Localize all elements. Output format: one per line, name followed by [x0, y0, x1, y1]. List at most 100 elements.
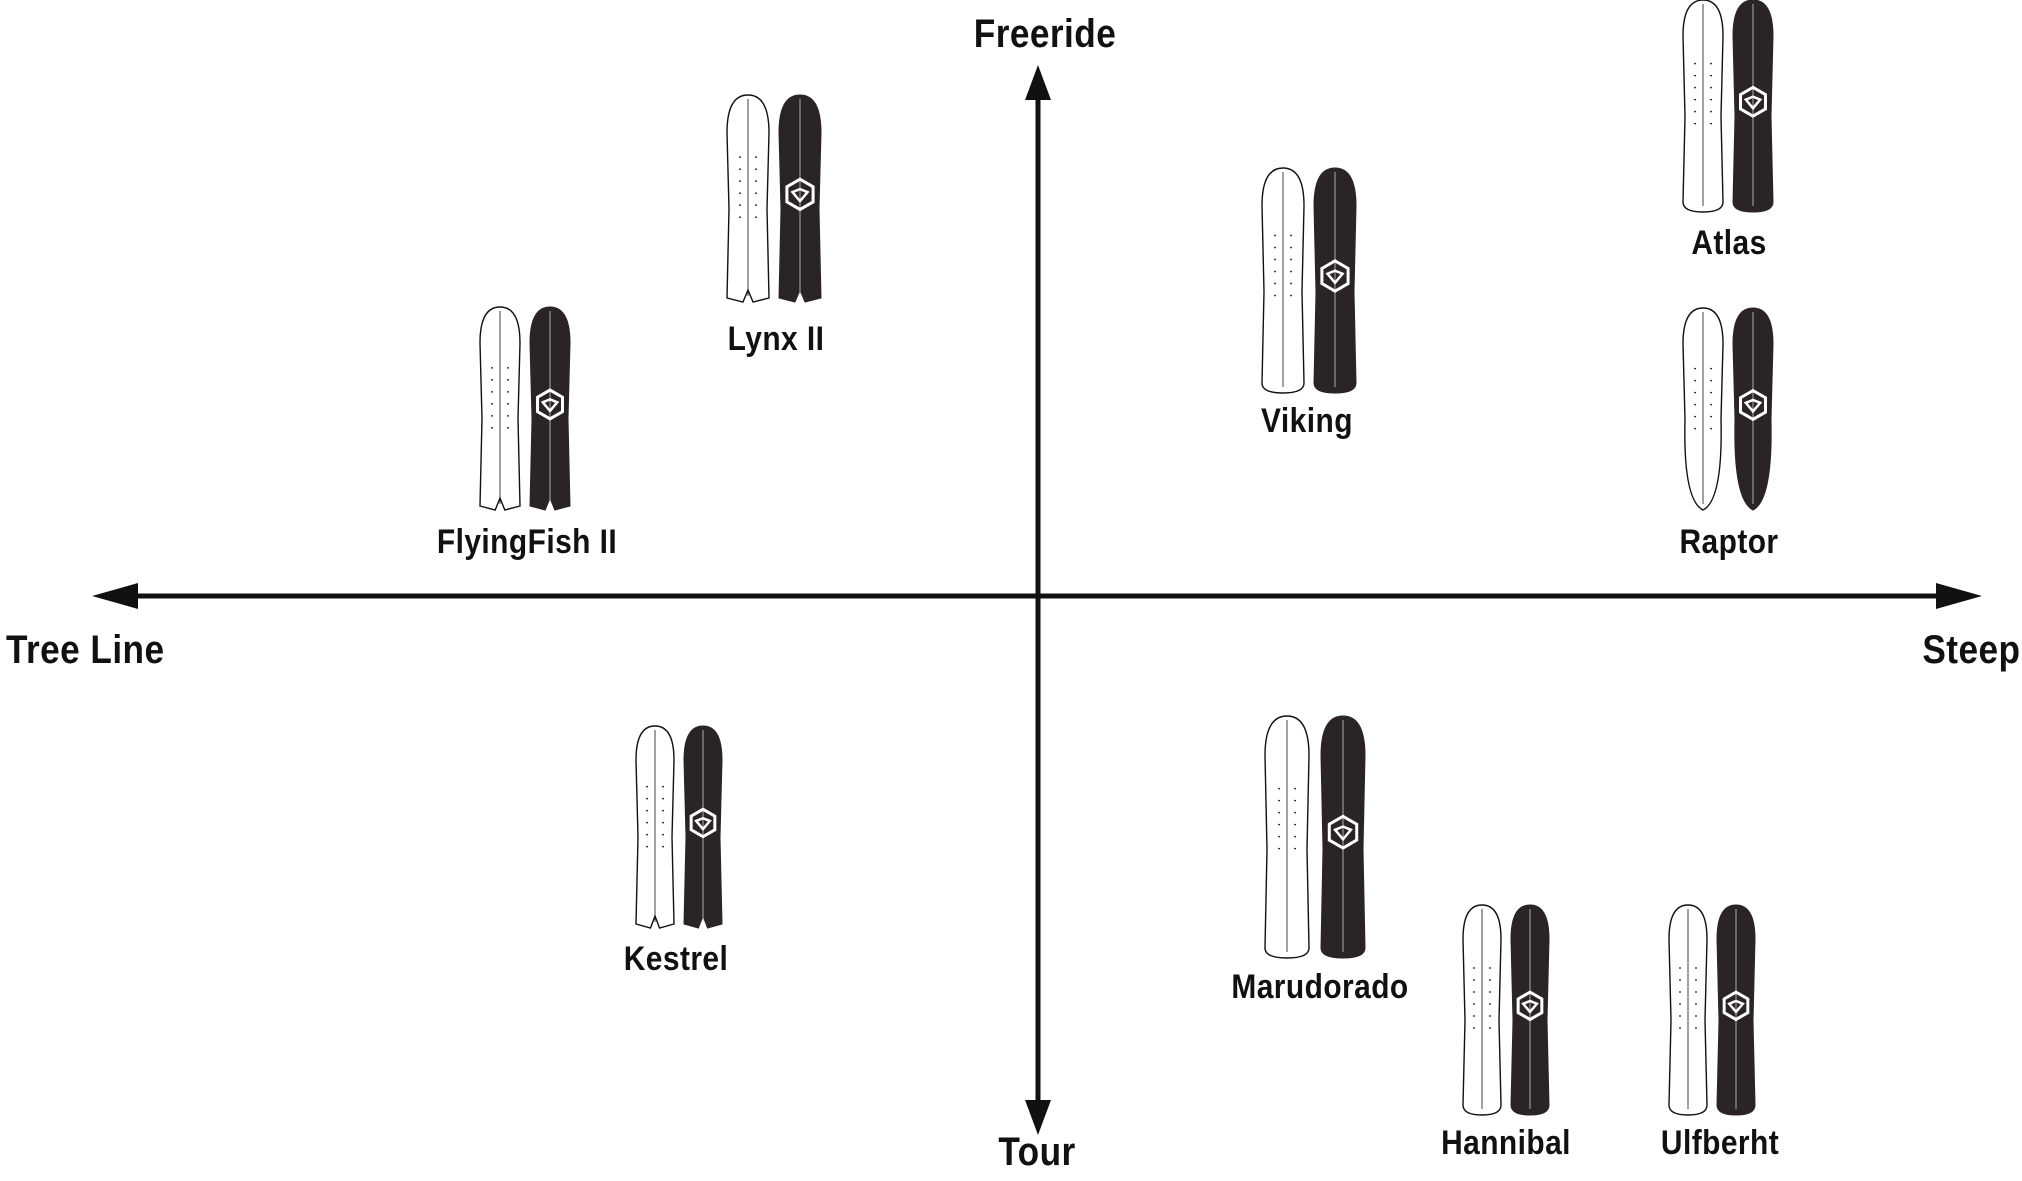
insert-dot	[1694, 86, 1696, 89]
board-label-ulfberht: Ulfberht	[1660, 1124, 1780, 1162]
insert-dot	[755, 156, 757, 159]
insert-dot	[1679, 991, 1681, 993]
insert-dot	[1695, 991, 1697, 993]
insert-dot	[755, 216, 757, 219]
board-label-marudorado: Marudorado	[1231, 968, 1409, 1006]
insert-dot	[1290, 294, 1292, 297]
insert-dot	[1294, 787, 1296, 790]
hexagon-logo-icon	[1722, 990, 1750, 1022]
insert-dot	[1274, 246, 1276, 249]
insert-dot	[1710, 379, 1712, 382]
insert-dot	[1274, 270, 1276, 273]
hexagon-logo-icon	[1739, 388, 1767, 422]
insert-dot	[1710, 367, 1712, 370]
insert-dot	[1695, 1015, 1697, 1017]
insert-dot	[1274, 294, 1276, 297]
logo-mark-icon	[694, 816, 712, 832]
insert-dot	[739, 192, 741, 195]
insert-dot	[755, 180, 757, 183]
insert-dot	[491, 391, 493, 393]
insert-dot	[662, 833, 664, 836]
insert-dot	[1278, 835, 1280, 838]
insert-dot	[739, 156, 741, 159]
board-pair-marudorado	[1264, 715, 1366, 959]
board-pair-hannibal	[1462, 904, 1550, 1116]
insert-dot	[507, 379, 509, 381]
insert-dot	[491, 415, 493, 417]
insert-dot	[755, 168, 757, 171]
insert-dot	[1489, 967, 1491, 969]
left-arrow-head	[92, 583, 138, 609]
insert-dot	[739, 216, 741, 219]
insert-dot	[755, 204, 757, 207]
board-label-hannibal: Hannibal	[1441, 1124, 1571, 1162]
hexagon-logo-icon	[1516, 990, 1544, 1022]
insert-dot	[1290, 234, 1292, 237]
board-pair-viking	[1261, 167, 1357, 394]
insert-dot	[1489, 1027, 1491, 1029]
insert-dot	[646, 821, 648, 824]
insert-dot	[1679, 967, 1681, 969]
insert-dot	[1489, 1003, 1491, 1005]
insert-dot	[662, 785, 664, 788]
hexagon-logo-icon	[1320, 259, 1350, 293]
insert-dot	[1679, 1015, 1681, 1017]
insert-dot	[1694, 391, 1696, 394]
insert-dot	[1710, 427, 1712, 430]
axis-label-top: Freeride	[973, 12, 1117, 56]
insert-dot	[662, 821, 664, 824]
insert-dot	[1695, 967, 1697, 969]
insert-dot	[646, 785, 648, 788]
insert-dot	[507, 403, 509, 405]
insert-dot	[1710, 415, 1712, 418]
logo-mark-icon	[790, 187, 810, 204]
insert-dot	[1294, 847, 1296, 850]
insert-dot	[1473, 1015, 1475, 1017]
logo-mark-icon	[1743, 95, 1763, 111]
logo-mark-icon	[1743, 398, 1763, 414]
insert-dot	[1710, 403, 1712, 406]
insert-dot	[1694, 74, 1696, 77]
insert-dot	[1278, 799, 1280, 802]
board-pair-flyingfish	[479, 306, 571, 511]
board-label-viking: Viking	[1261, 402, 1353, 440]
insert-dot	[1278, 823, 1280, 826]
insert-dot	[1694, 98, 1696, 101]
insert-dot	[755, 192, 757, 195]
insert-dot	[1695, 1003, 1697, 1005]
insert-dot	[1694, 415, 1696, 418]
board-pair-lynx	[726, 94, 822, 303]
axis-label-bottom: Tour	[998, 1130, 1076, 1174]
insert-dot	[1694, 403, 1696, 406]
logo-mark-icon	[540, 398, 560, 413]
insert-dot	[662, 797, 664, 800]
board-label-lynx: Lynx II	[727, 320, 825, 358]
insert-dot	[1694, 379, 1696, 382]
insert-dot	[491, 367, 493, 369]
insert-dot	[491, 427, 493, 429]
insert-dot	[1274, 234, 1276, 237]
board-pair-raptor	[1682, 307, 1774, 511]
insert-dot	[1710, 391, 1712, 394]
hexagon-logo-icon	[1739, 85, 1767, 118]
axis-label-left: Tree Line	[6, 628, 165, 672]
insert-dot	[1694, 62, 1696, 65]
board-label-raptor: Raptor	[1679, 523, 1779, 561]
insert-dot	[646, 845, 648, 848]
insert-dot	[739, 168, 741, 171]
insert-dot	[1694, 110, 1696, 113]
insert-dot	[1710, 110, 1712, 113]
insert-dot	[507, 391, 509, 393]
insert-dot	[1710, 62, 1712, 65]
insert-dot	[1710, 86, 1712, 89]
insert-dot	[1278, 811, 1280, 814]
board-pair-atlas	[1682, 0, 1774, 213]
board-pair-ulfberht	[1668, 904, 1756, 1116]
insert-dot	[1694, 122, 1696, 125]
insert-dot	[1473, 1003, 1475, 1005]
insert-dot	[1290, 258, 1292, 261]
insert-dot	[1679, 1027, 1681, 1029]
right-arrow-head	[1936, 583, 1982, 609]
